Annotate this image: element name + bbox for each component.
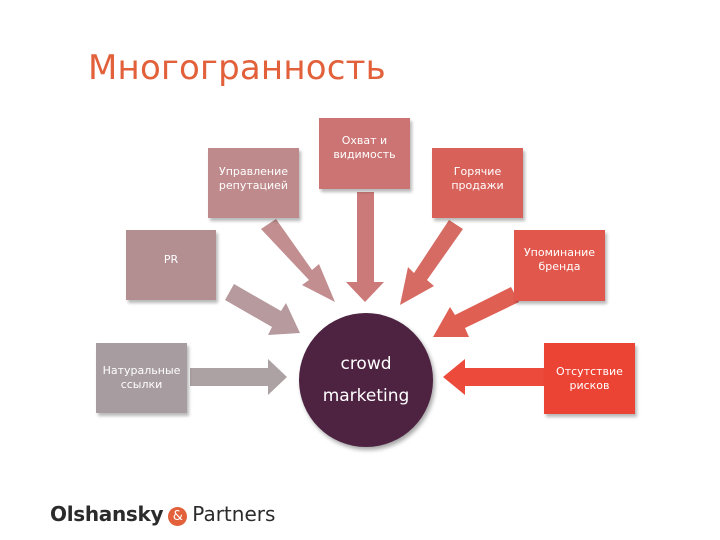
logo-partners: Partners	[192, 502, 276, 526]
box-no-risks-label: Отсутствие рисков	[556, 364, 623, 392]
box-natural-links: Натуральные ссылки	[96, 343, 187, 413]
box-reputation: Управление репутацией	[208, 148, 299, 218]
box-pr: PR	[126, 230, 216, 300]
box-brand-mention-label: Упоминание бренда	[523, 245, 596, 273]
logo-brand: Olshansky	[50, 502, 164, 526]
box-brand-mention: Упоминание бренда	[514, 230, 605, 301]
arrow-reputation	[261, 219, 335, 302]
center-circle: crowd marketing	[299, 313, 433, 447]
box-reputation-label: Управление репутацией	[218, 165, 289, 192]
arrow-no-risks	[443, 359, 545, 395]
box-no-risks: Отсутствие рисков	[544, 343, 635, 414]
company-logo: Olshansky & Partners	[50, 502, 275, 526]
center-label-line1: crowd	[340, 354, 392, 374]
arrow-reach	[346, 192, 384, 302]
slide-title: Многогранность	[88, 48, 386, 88]
ampersand-icon: &	[168, 506, 188, 526]
center-label-line2: marketing	[322, 386, 410, 406]
box-pr-label: PR	[163, 253, 179, 266]
box-hot-sales-label: Горячие продажи	[451, 165, 504, 192]
arrow-natural-links	[190, 359, 287, 395]
box-hot-sales: Горячие продажи	[432, 148, 523, 218]
box-reach-label: Охват и видимость	[333, 133, 396, 161]
box-natural-links-label: Натуральные ссылки	[102, 364, 181, 391]
arrow-pr	[225, 284, 300, 335]
arrow-brand-mention	[433, 287, 519, 337]
arrow-hot-sales	[400, 220, 463, 305]
box-reach: Охват и видимость	[319, 118, 410, 189]
